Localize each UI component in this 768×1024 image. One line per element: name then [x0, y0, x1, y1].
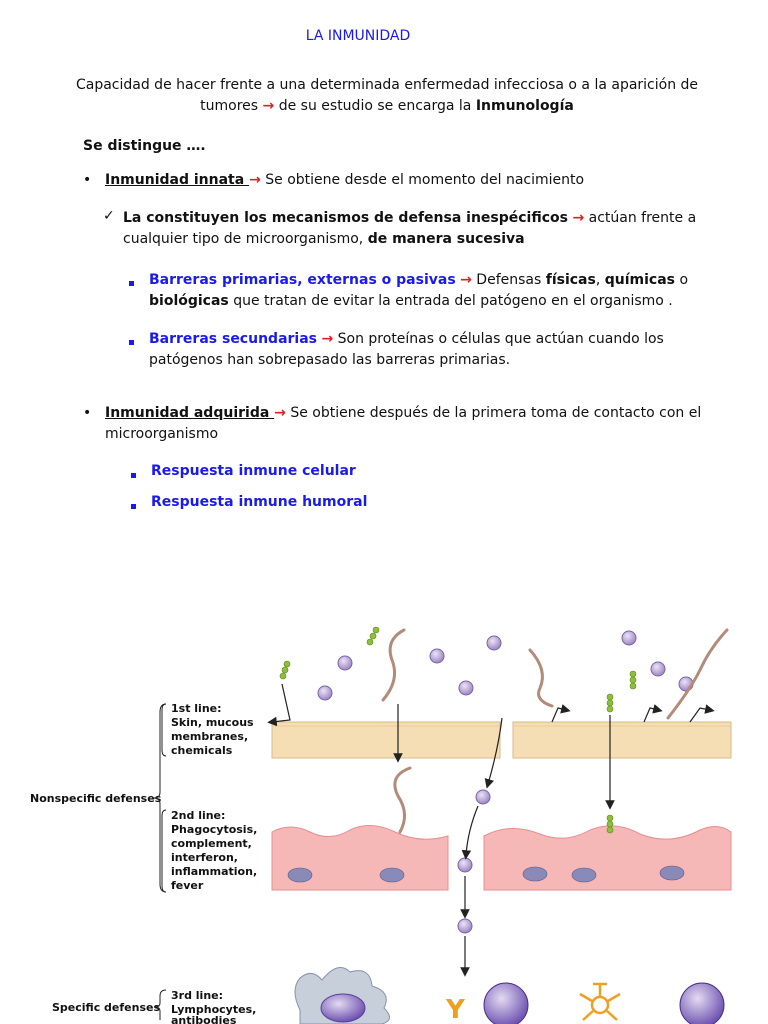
- innata-desc: Se obtiene desde el momento del nacimien…: [265, 172, 585, 188]
- line2-label: 2nd line: Phagocytosis, complement, inte…: [171, 809, 257, 892]
- arrow-icon: →: [274, 405, 286, 421]
- lymphocyte-icons: Y: [294, 967, 725, 1024]
- arrow-icon: →: [321, 331, 334, 347]
- intro-text: Capacidad de hacer frente a una determin…: [75, 77, 699, 114]
- square-bullet-icon: [131, 463, 136, 482]
- svg-text:complement,: complement,: [171, 837, 252, 850]
- page-title: LA INMUNIDAD: [305, 28, 411, 44]
- adquirida-item: Inmunidad adquirida → Se obtiene después…: [105, 403, 725, 445]
- primarias-t4: que tratan de evitar la entrada del pató…: [233, 293, 673, 309]
- secundarias-label: Barreras secundarias: [149, 331, 317, 347]
- worm-icons: [381, 628, 729, 834]
- bacteria-icons: [279, 626, 637, 834]
- innata-sub-text: actúan frente a cualquier tipo de microo…: [123, 210, 697, 247]
- primarias-t2: ,: [595, 272, 601, 288]
- line1-label: 1st line: Skin, mucous membranes, chemic…: [171, 702, 254, 757]
- secundarias-text: Son proteínas o células que actúan cuand…: [149, 331, 664, 368]
- intro-paragraph: Capacidad de hacer frente a una determin…: [62, 75, 712, 117]
- svg-text:interferon,: interferon,: [171, 851, 238, 864]
- primarias-t3: o: [679, 272, 689, 288]
- innata-subitem: La constituyen los mecanismos de defensa…: [123, 208, 733, 250]
- intro-text-2: de su estudio se encarga la: [278, 98, 472, 114]
- primarias-label: Barreras primarias, externas o pasivas: [149, 272, 456, 288]
- tissue-layer: [271, 825, 732, 891]
- innata-sub-bold2: de manera sucesiva: [367, 231, 525, 247]
- adquirida-label: Inmunidad adquirida: [105, 405, 275, 421]
- celular-item: Respuesta inmune celular: [151, 463, 356, 479]
- svg-text:3rd line:: 3rd line:: [171, 989, 223, 1002]
- arrow-icons: [267, 683, 715, 977]
- svg-text:1st line:: 1st line:: [171, 702, 222, 715]
- arrow-icon: →: [572, 210, 585, 226]
- svg-text:membranes,: membranes,: [171, 730, 248, 743]
- checkmark-icon: ✓: [103, 208, 115, 224]
- arrow-icon: →: [249, 172, 261, 188]
- svg-text:fever: fever: [171, 879, 204, 892]
- svg-text:Lymphocytes,: Lymphocytes,: [171, 1003, 256, 1016]
- intro-term: Inmunología: [475, 98, 574, 114]
- arrow-icon: →: [262, 98, 275, 114]
- specific-brace: [154, 989, 167, 1020]
- bullet-icon: •: [83, 172, 92, 188]
- square-bullet-icon: [131, 494, 136, 513]
- svg-text:chemicals: chemicals: [171, 744, 233, 757]
- arrow-icon: →: [460, 272, 472, 288]
- innata-sub-bold: La constituyen los mecanismos de defensa…: [123, 210, 568, 226]
- primarias-b1: físicas: [545, 272, 596, 288]
- humoral-item: Respuesta inmune humoral: [151, 494, 368, 510]
- innata-item: Inmunidad innata → Se obtiene desde el m…: [105, 170, 725, 191]
- specific-label: Specific defenses: [52, 1001, 160, 1014]
- line3-label: 3rd line: Lymphocytes, antibodies: [171, 989, 256, 1024]
- square-bullet-icon: [129, 330, 134, 349]
- skin-barrier: [271, 721, 732, 759]
- innata-label: Inmunidad innata: [105, 172, 250, 188]
- svg-text:Skin, mucous: Skin, mucous: [171, 716, 254, 729]
- defense-lines-figure: Nonspecific defenses Specific defenses 1…: [30, 626, 732, 1024]
- svg-text:inflammation,: inflammation,: [171, 865, 257, 878]
- adquirida-desc: Se obtiene después de la primera toma de…: [105, 405, 702, 442]
- square-bullet-icon: [129, 271, 134, 290]
- svg-text:antibodies: antibodies: [171, 1014, 237, 1024]
- svg-text:Phagocytosis,: Phagocytosis,: [171, 823, 257, 836]
- nonspecific-label: Nonspecific defenses: [30, 792, 162, 805]
- svg-text:2nd line:: 2nd line:: [171, 809, 225, 822]
- primarias-b3: biológicas: [149, 293, 229, 309]
- primarias-b2: químicas: [604, 272, 676, 288]
- secundarias-item: Barreras secundarias → Son proteínas o c…: [149, 329, 739, 371]
- microbe-icons: [317, 630, 694, 934]
- primarias-item: Barreras primarias, externas o pasivas →…: [149, 270, 739, 312]
- nonspecific-brace: [153, 703, 167, 893]
- primarias-t1: Defensas: [476, 272, 542, 288]
- section-heading: Se distingue ….: [83, 138, 206, 154]
- bullet-icon: •: [83, 405, 92, 421]
- svg-text:Y: Y: [445, 995, 466, 1024]
